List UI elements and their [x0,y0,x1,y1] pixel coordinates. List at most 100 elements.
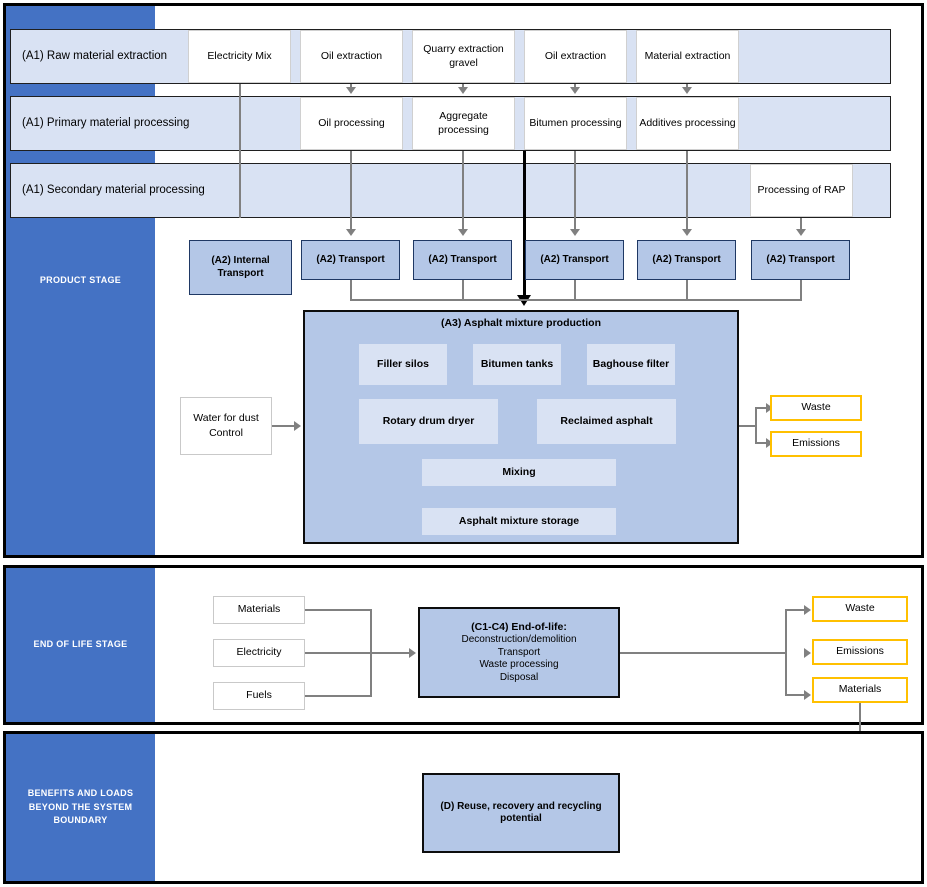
box-a2-internal-transport[interactable]: (A2) Internal Transport [189,240,292,295]
box-a2-transport-4-label: (A2) Transport [652,253,721,265]
box-raw-oil-extraction-2-label: Oil extraction [544,49,607,62]
connector-oil-extraction-down [350,84,352,89]
connector-oil-extraction2-down [574,84,576,89]
connector-water-to-a3 [272,425,296,427]
box-raw-oil-extraction[interactable]: Oil extraction [300,30,403,83]
box-eol-input-fuels-label: Fuels [246,689,272,702]
arrow-rap-down [796,229,806,236]
box-aggregate-processing-label: Aggregate processing [438,110,489,136]
box-raw-quarry-extraction-gravel-label: Quarry extraction gravel [423,43,504,69]
box-eol-c1-c4-title: (C1-C4) End-of-life: [471,620,567,633]
box-water-for-dust-control-label: Water for dust Control [193,412,259,439]
connector-a3-emissions [755,442,770,444]
arrow-oil-processing-down [346,229,356,236]
connector-eol-box-out [620,652,787,654]
box-mixing-label: Mixing [502,465,536,478]
box-processing-of-rap[interactable]: Processing of RAP [750,164,853,217]
connector-rap-down [800,218,802,231]
connector-a2-t2-down [462,280,464,301]
band-a1-raw-extraction-text: (A1) Raw material extraction [22,49,168,62]
box-eol-input-materials-label: Materials [237,603,281,616]
connector-bitumen-processing-down [523,151,526,299]
band-a1-primary-processing-label: (A1) Primary material processing [22,96,212,151]
box-a2-transport-5[interactable]: (A2) Transport [751,240,850,280]
arrow-additives-processing-down [682,229,692,236]
stage-label-benefits-text: BENEFITS AND LOADS BEYOND THE SYSTEM BOU… [27,788,134,826]
box-eol-output-emissions[interactable]: Emissions [812,639,908,665]
band-a1-primary-processing-text: (A1) Primary material processing [22,116,190,129]
box-a2-transport-3[interactable]: (A2) Transport [525,240,624,280]
arrow-quarry-down [458,87,468,94]
box-bitumen-processing-label: Bitumen processing [529,116,622,129]
box-oil-processing[interactable]: Oil processing [300,97,403,150]
box-module-d-reuse-recovery-recycling[interactable]: (D) Reuse, recovery and recycling potent… [422,773,620,853]
connector-a3-outputs-riser [755,408,757,444]
box-eol-input-electricity-label: Electricity [236,646,282,659]
box-production-output-emissions[interactable]: Emissions [770,431,862,457]
connector-a3-outputs [739,425,757,427]
box-eol-input-fuels[interactable]: Fuels [213,682,305,710]
connector-eol-waste [785,609,808,611]
connector-a2-collector-bus [350,299,802,301]
box-eol-output-materials[interactable]: Materials [812,677,908,703]
box-rotary-drum-dryer[interactable]: Rotary drum dryer [359,399,498,444]
box-a2-transport-1-label: (A2) Transport [316,253,385,265]
connector-a2-t3-down [574,280,576,301]
box-bitumen-tanks[interactable]: Bitumen tanks [473,344,561,385]
box-raw-oil-extraction-label: Oil extraction [320,49,383,62]
connector-oil-processing-down [350,151,352,231]
box-bitumen-processing[interactable]: Bitumen processing [524,97,627,150]
stage-label-product-text: PRODUCT STAGE [39,274,122,285]
arrow-bitumen-branch-down [570,229,580,236]
stage-label-end-of-life: END OF LIFE STAGE [6,568,155,722]
box-baghouse-filter-label: Baghouse filter [592,357,670,370]
connector-material-extraction-down [686,84,688,89]
arrow-water-to-a3 [294,421,301,431]
box-eol-input-electricity[interactable]: Electricity [213,639,305,667]
connector-a3-waste [755,407,770,409]
box-raw-electricity-mix-label: Electricity Mix [207,49,272,62]
box-production-output-waste-label: Waste [801,401,831,414]
box-additives-processing[interactable]: Additives processing [636,97,739,150]
box-filler-silos-label: Filler silos [377,357,429,370]
box-raw-quarry-extraction-gravel[interactable]: Quarry extraction gravel [412,30,515,83]
box-production-output-emissions-label: Emissions [792,437,840,450]
box-a2-transport-1[interactable]: (A2) Transport [301,240,400,280]
box-a2-transport-3-label: (A2) Transport [540,253,609,265]
box-baghouse-filter[interactable]: Baghouse filter [587,344,675,385]
box-raw-material-extraction-label: Material extraction [644,49,731,62]
box-eol-line-waste-processing: Waste processing [479,659,559,671]
box-mixing[interactable]: Mixing [422,459,616,486]
box-eol-c1-c4[interactable]: (C1-C4) End-of-life: Deconstruction/demo… [418,607,620,698]
box-oil-processing-label: Oil processing [318,116,385,129]
connector-electricity-down [239,84,241,218]
box-module-d-label: (D) Reuse, recovery and recycling potent… [440,800,602,825]
box-eol-line-deconstruction: Deconstruction/demolition [461,634,577,646]
box-filler-silos[interactable]: Filler silos [359,344,447,385]
box-a2-transport-2[interactable]: (A2) Transport [413,240,512,280]
connector-a2-t1-down [350,280,352,301]
box-production-output-waste[interactable]: Waste [770,395,862,421]
connector-a2-t5-down [800,280,802,301]
box-eol-input-materials[interactable]: Materials [213,596,305,624]
stage-label-benefits: BENEFITS AND LOADS BEYOND THE SYSTEM BOU… [6,734,155,881]
band-a1-raw-extraction-label: (A1) Raw material extraction [22,29,192,84]
box-water-for-dust-control[interactable]: Water for dust Control [180,397,272,455]
band-a1-secondary-processing-label: (A1) Secondary material processing [22,163,222,218]
box-asphalt-mixture-storage[interactable]: Asphalt mixture storage [422,508,616,535]
arrow-eol-inputs-to-box [409,648,416,658]
box-raw-material-extraction[interactable]: Material extraction [636,30,739,83]
connector-eol-output-bus [785,609,787,695]
box-eol-line-transport: Transport [497,646,541,658]
connector-eol-materials-out [305,609,372,611]
box-raw-electricity-mix[interactable]: Electricity Mix [188,30,291,83]
stage-label-end-of-life-text: END OF LIFE STAGE [33,639,128,650]
box-a2-transport-4[interactable]: (A2) Transport [637,240,736,280]
box-aggregate-processing[interactable]: Aggregate processing [412,97,515,150]
arrow-a3-to-waste [766,403,773,413]
box-raw-oil-extraction-2[interactable]: Oil extraction [524,30,627,83]
box-reclaimed-asphalt-label: Reclaimed asphalt [560,414,653,427]
box-eol-output-waste[interactable]: Waste [812,596,908,622]
box-reclaimed-asphalt[interactable]: Reclaimed asphalt [537,399,676,444]
